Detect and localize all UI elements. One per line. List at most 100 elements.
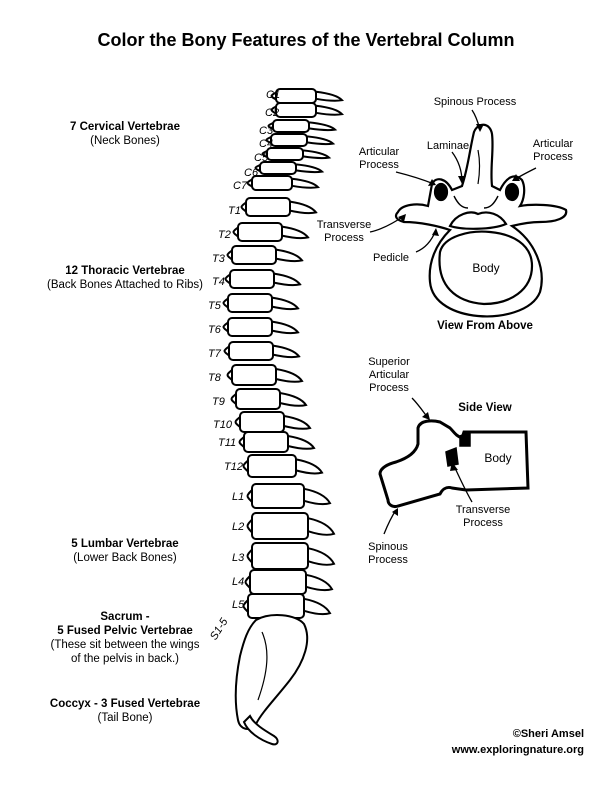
vertebra-body-22 <box>249 569 307 595</box>
spinous-process-18 <box>295 458 324 475</box>
vertebra-front-15 <box>230 393 237 405</box>
vertebra-front-16 <box>234 416 241 428</box>
vertebra-front-21 <box>246 548 253 564</box>
leader-spinous-side <box>383 509 397 535</box>
spinous-shading <box>477 149 481 185</box>
sacrum-desc-1: (These sit between the wings <box>50 639 200 651</box>
spinous-process-15 <box>279 391 308 407</box>
articular-right-dark <box>504 182 520 202</box>
spinous-process-14 <box>275 367 304 383</box>
articular-right-1: Articular <box>532 138 574 150</box>
label-t6: T6 <box>208 324 221 336</box>
vertebra-body-11 <box>227 293 273 313</box>
label-c2: C2 <box>265 107 280 119</box>
vertebra-front-22 <box>244 575 251 589</box>
vertebra-front-8 <box>232 226 239 238</box>
side-transverse-dark <box>445 446 459 467</box>
label-t3: T3 <box>212 253 225 265</box>
vertebra-body-20 <box>251 512 309 540</box>
label-l3: L3 <box>232 552 245 564</box>
vertebra-body-7 <box>245 197 291 217</box>
vertebra-front-4 <box>261 150 268 158</box>
top-view-vertebra <box>394 123 568 318</box>
vertebra-body-0 <box>275 88 317 104</box>
label-body-top: Body <box>472 261 500 275</box>
spinous-process-0 <box>315 90 345 102</box>
label-pedicle: Pedicle <box>372 252 410 264</box>
label-c1: C1 <box>266 89 281 101</box>
spinous-process-10 <box>273 272 302 287</box>
page-title: Color the Bony Features of the Vertebral… <box>97 30 515 50</box>
vertebra-front-9 <box>226 249 233 261</box>
vertebra-body-9 <box>231 245 277 265</box>
vertebra-front-3 <box>265 136 272 144</box>
arrowheads <box>392 124 520 516</box>
label-superior-articular: Superior Articular Process <box>356 356 422 395</box>
coccyx-shape <box>242 714 279 746</box>
label-body-side: Body <box>484 451 512 465</box>
articular-left-dark <box>433 182 449 202</box>
spinous-process-9 <box>275 248 304 263</box>
label-transverse-process: Transverse Process <box>306 219 382 245</box>
sacrum-desc-2: of the pelvis in back.) <box>70 653 180 665</box>
vertebra-body-19 <box>251 483 305 509</box>
vertebra-body-16 <box>239 411 285 433</box>
label-t12: T12 <box>224 461 243 473</box>
vertebra-body-2 <box>272 119 310 133</box>
label-spinous-process: Spinous Process <box>433 96 517 108</box>
vertebra-front-2 <box>267 122 274 130</box>
spinous-process-23 <box>303 597 332 616</box>
vertebra-front-13 <box>223 345 230 357</box>
transverse-side-2: Process <box>463 517 503 529</box>
spinous-process-7 <box>289 200 318 215</box>
label-t4: T4 <box>212 276 225 288</box>
label-laminae: Laminae <box>426 140 470 152</box>
sacrum-shape <box>234 614 309 730</box>
spinous-process-8 <box>281 225 310 240</box>
label-l2: L2 <box>232 521 245 533</box>
caption-view-from-above: View From Above <box>437 320 533 332</box>
transverse-1: Transverse <box>316 219 372 231</box>
superior-3: Process <box>369 382 409 394</box>
caption-side-view: Side View <box>458 402 512 414</box>
spinous-process-11 <box>271 296 300 311</box>
vertebra-front-10 <box>224 273 231 285</box>
spinous-process-12 <box>271 320 300 335</box>
coccyx-group-label: Coccyx - 3 Fused Vertebrae (Tail Bone) <box>30 697 220 725</box>
superior-1: Superior <box>368 356 410 368</box>
coccyx-name: Coccyx - 3 Fused Vertebrae <box>49 698 201 710</box>
sacrum-name-1: Sacrum - <box>100 611 150 623</box>
label-t5: T5 <box>208 300 221 312</box>
sacrum-group-label: Sacrum - 5 Fused Pelvic Vertebrae (These… <box>35 610 215 666</box>
vertebra-front-7 <box>240 201 247 213</box>
label-t7: T7 <box>208 348 221 360</box>
vertebra-body-13 <box>228 341 274 361</box>
label-articular-right: Articular Process <box>518 138 588 164</box>
vertebra-front-14 <box>226 369 233 381</box>
spinous-process-21 <box>307 546 336 566</box>
spinous-process-19 <box>303 487 332 506</box>
label-t8: T8 <box>208 372 221 384</box>
transverse-side-1: Transverse <box>455 504 511 516</box>
vertebra-front-1 <box>270 105 277 115</box>
spinous-process-16 <box>283 414 312 430</box>
vertebra-front-19 <box>246 489 253 503</box>
label-c3: C3 <box>259 125 274 137</box>
label-t10: T10 <box>213 419 232 431</box>
spinous-process-20 <box>307 516 336 536</box>
sacrum-line <box>257 631 268 701</box>
lamina-line-left <box>453 195 469 209</box>
superior-2: Articular <box>368 369 410 381</box>
lumbar-desc: (Lower Back Bones) <box>73 552 177 564</box>
vertebra-front-6 <box>246 178 253 188</box>
thoracic-group-label: 12 Thoracic Vertebrae (Back Bones Attach… <box>20 264 230 292</box>
label-articular-left: Articular Process <box>344 146 414 172</box>
label-c6: C6 <box>244 167 259 179</box>
vertebra-body-3 <box>270 133 308 147</box>
credit-website: www.exploringnature.org <box>451 744 584 756</box>
vertebra-front-5 <box>254 164 261 172</box>
leader-articular-left <box>395 171 435 185</box>
spinous-process-3 <box>306 135 336 146</box>
lamina-line-right <box>483 195 499 209</box>
articular-right-2: Process <box>533 151 573 163</box>
